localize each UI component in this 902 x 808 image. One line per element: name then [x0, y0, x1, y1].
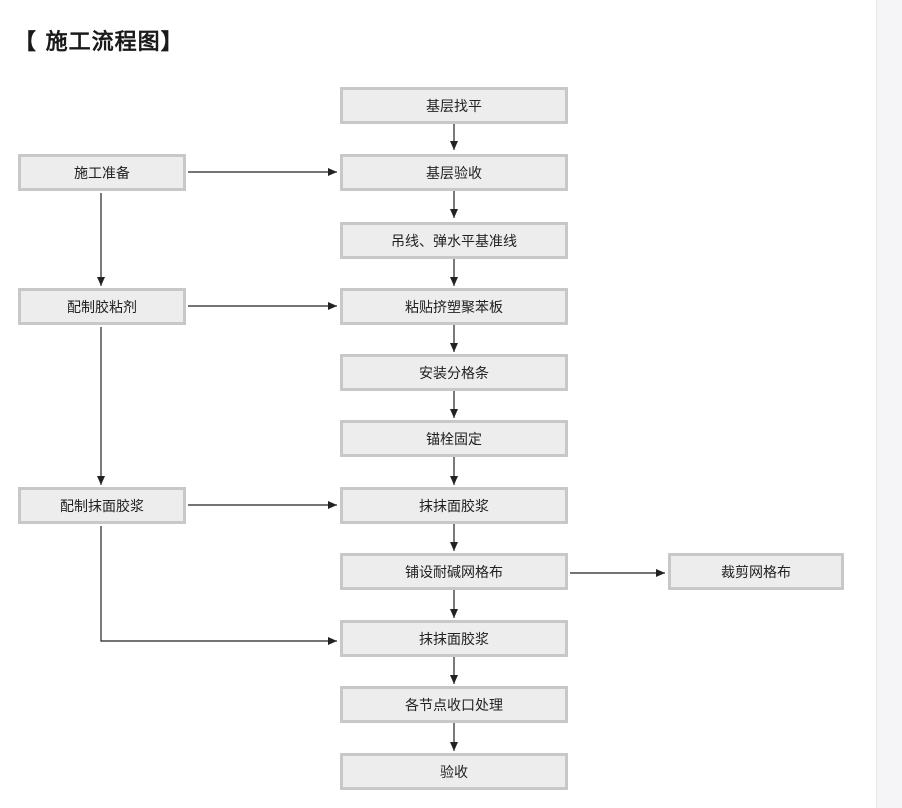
step-install-dividers: 安装分格条 — [340, 354, 568, 391]
step-apply-mortar-2: 抹抹面胶浆 — [340, 620, 568, 657]
step-base-acceptance: 基层验收 — [340, 154, 568, 191]
step-base-leveling: 基层找平 — [340, 87, 568, 124]
step-baseline-marking: 吊线、弹水平基准线 — [340, 222, 568, 259]
step-mix-adhesive: 配制胶粘剂 — [18, 288, 186, 325]
step-construction-prep: 施工准备 — [18, 154, 186, 191]
step-lay-mesh: 铺设耐碱网格布 — [340, 553, 568, 590]
page-title: 【 施工流程图】 — [14, 30, 184, 55]
step-node-finishing: 各节点收口处理 — [340, 686, 568, 723]
step-anchor-fixing: 锚栓固定 — [340, 420, 568, 457]
side-panel — [876, 0, 902, 808]
step-mix-mortar: 配制抹面胶浆 — [18, 487, 186, 524]
arrow-mortar-to-second-plaster — [100, 526, 337, 645]
step-apply-mortar-1: 抹抹面胶浆 — [340, 487, 568, 524]
step-final-acceptance: 验收 — [340, 753, 568, 790]
step-paste-xps-board: 粘贴挤塑聚苯板 — [340, 288, 568, 325]
step-cut-mesh: 裁剪网格布 — [668, 553, 844, 590]
